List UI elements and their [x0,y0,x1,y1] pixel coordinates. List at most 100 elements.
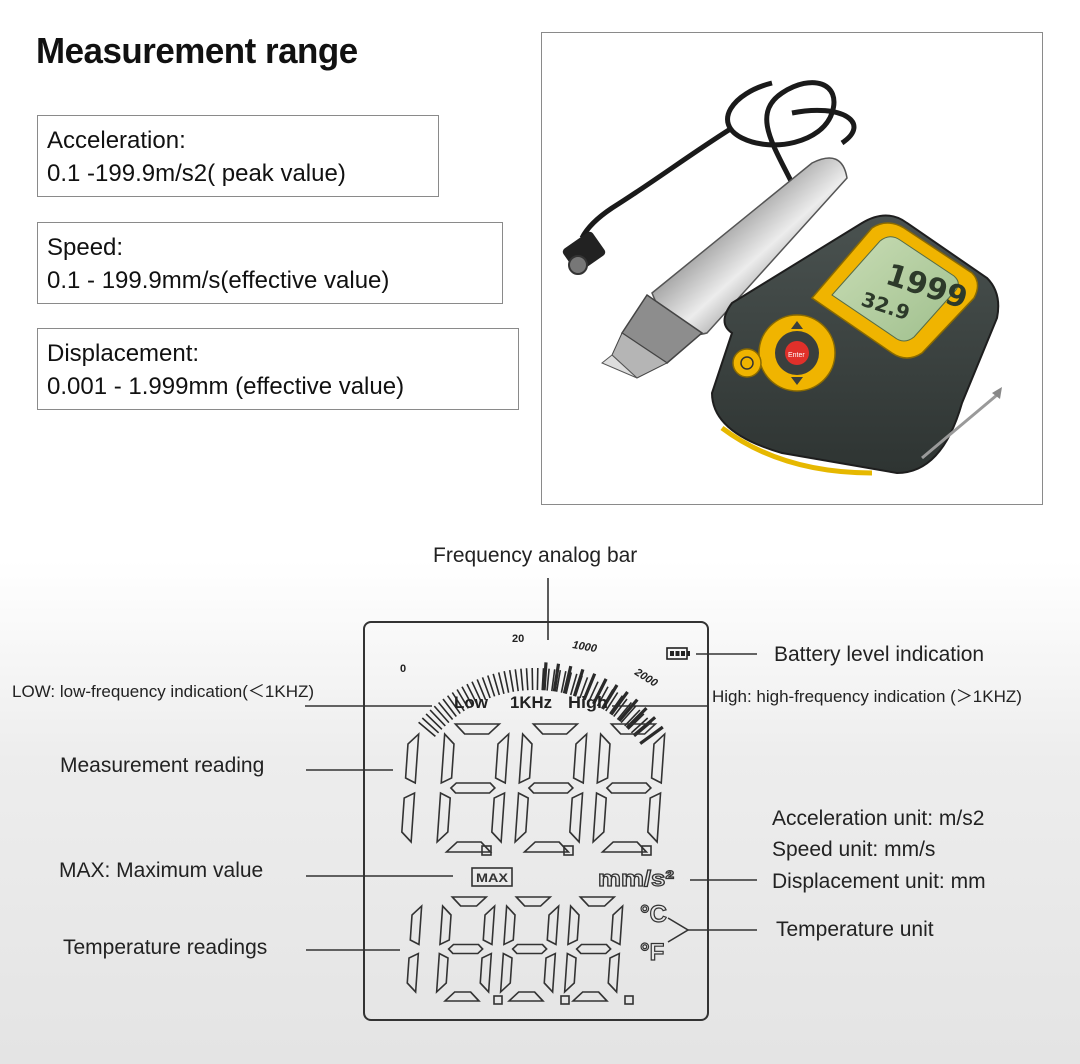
annotation-disp-unit: Displacement unit: mm [772,870,986,893]
lcd-decimal-point [563,845,574,856]
power-icon [740,356,754,370]
lcd-segment [436,791,452,844]
frequency-bar-tick [605,692,619,712]
lcd-segment [527,782,575,794]
lcd-segment [494,732,510,785]
lcd-segment [531,723,580,735]
annotation-low: LOW: low-frequency indication(＜1KHZ) [12,682,315,701]
frequency-bar-tick [442,698,457,717]
lcd-low-label: Low [454,693,489,712]
celsius-label: °C [640,901,667,928]
lcd-segment [596,732,611,785]
lcd-segment [522,841,571,853]
frequency-bar-tick [429,709,446,727]
frequency-bar-tick [525,668,529,691]
lcd-segment [575,943,612,955]
lcd-segment [571,991,609,1002]
frequency-bar-tick [433,705,450,724]
page-title: Measurement range [36,30,358,71]
frequency-bar-tick [437,701,454,721]
fahrenheit-label: °F [640,939,664,966]
range-label: Acceleration: [47,127,186,154]
range-displacement: Displacement: 0.001 - 1.999mm (effective… [37,328,519,410]
frequency-bar-segment [542,662,548,691]
lcd-segment [447,943,484,955]
lcd-segment [567,904,580,946]
lcd-khz-label: 1KHz [510,693,552,712]
lcd-segment [572,732,588,785]
lcd-segment [409,904,423,946]
enter-button[interactable] [785,341,809,365]
lcd-segment [609,723,658,735]
frequency-bar-tick [487,675,496,697]
frequency-bar-tick [446,695,461,715]
frequency-bar-segment [625,706,648,730]
lcd-decimal-point [481,845,492,856]
lcd-decimal-point [560,995,570,1005]
annotation-temp-unit: Temperature unit [776,918,934,941]
range-label: Speed: [47,234,124,261]
frequency-bar-tick [508,669,515,692]
lcd-segment [479,952,493,994]
frequency-bar-tick [492,673,501,696]
lcd-decimal-point [624,995,634,1005]
frequency-bar-segment [639,725,664,745]
frequency-bar-tick [497,672,505,694]
lcd-segment [404,732,420,785]
range-acceleration: Acceleration: 0.1 -199.9m/s2( peak value… [37,115,439,197]
lcd-segment [406,952,420,994]
lcd-segment [499,952,513,994]
frequency-bar-segment [601,684,619,710]
battery-icon [666,647,690,660]
lcd-segment [435,952,449,994]
lcd-segment [514,791,530,844]
frequency-bar-tick [596,686,609,707]
lcd-segment [543,952,557,994]
annotation-high: High: high-frequency indication (＞1KHZ) [712,687,1022,706]
enter-label: Enter [788,352,805,359]
lcd-segment [444,841,493,853]
scale-label-20: 20 [512,633,524,645]
frequency-bar-tick [503,671,510,693]
range-speed: Speed: 0.1 - 199.9mm/s(effective value) [37,222,503,304]
frequency-bar-tick [620,705,637,724]
frequency-bar-tick [425,713,443,730]
frequency-bar-segment [632,716,657,737]
annotation-temperature-readings: Temperature readings [63,936,268,959]
lcd-segment [650,732,666,785]
range-value: 0.1 -199.9m/s2( peak value) [47,160,346,187]
lcd-segment [592,791,608,844]
lcd-segment [605,782,653,794]
frequency-bar-tick [588,681,599,703]
lcd-segment [568,791,584,844]
frequency-bar-tick [421,717,440,734]
frequency-bar-segment [572,668,585,697]
product-photo: 1999 32.9 Enter [541,32,1043,505]
range-value: 0.001 - 1.999mm (effective value) [47,373,405,400]
frequency-bar-segment [562,665,573,694]
lcd-segment [518,732,533,785]
lcd-segment [511,943,548,955]
frequency-bar-tick [546,668,550,691]
frequency-bar-tick [456,689,469,709]
lcd-decimal-point [641,845,652,856]
frequency-bar-tick [541,668,545,691]
scale-label-0: 0 [400,663,406,675]
frequency-bar-tick [560,671,567,693]
frequency-bar-tick [476,679,487,701]
lcd-segment [453,723,502,735]
range-value: 0.1 - 199.9mm/s(effective value) [47,267,390,294]
frequency-bar-tick [466,683,478,705]
frequency-bar-tick [555,669,562,692]
frequency-bar-segment [552,663,561,692]
power-button[interactable] [732,348,762,378]
annotation-max: MAX: Maximum value [59,859,264,882]
frequency-bar-segment [582,673,597,701]
lcd-segment [449,782,497,794]
range-label: Displacement: [47,340,200,367]
lcd-segment [440,732,455,785]
frequency-bar-tick [520,668,524,691]
frequency-bar-segment [617,698,639,722]
frequency-bar-tick [514,669,519,692]
